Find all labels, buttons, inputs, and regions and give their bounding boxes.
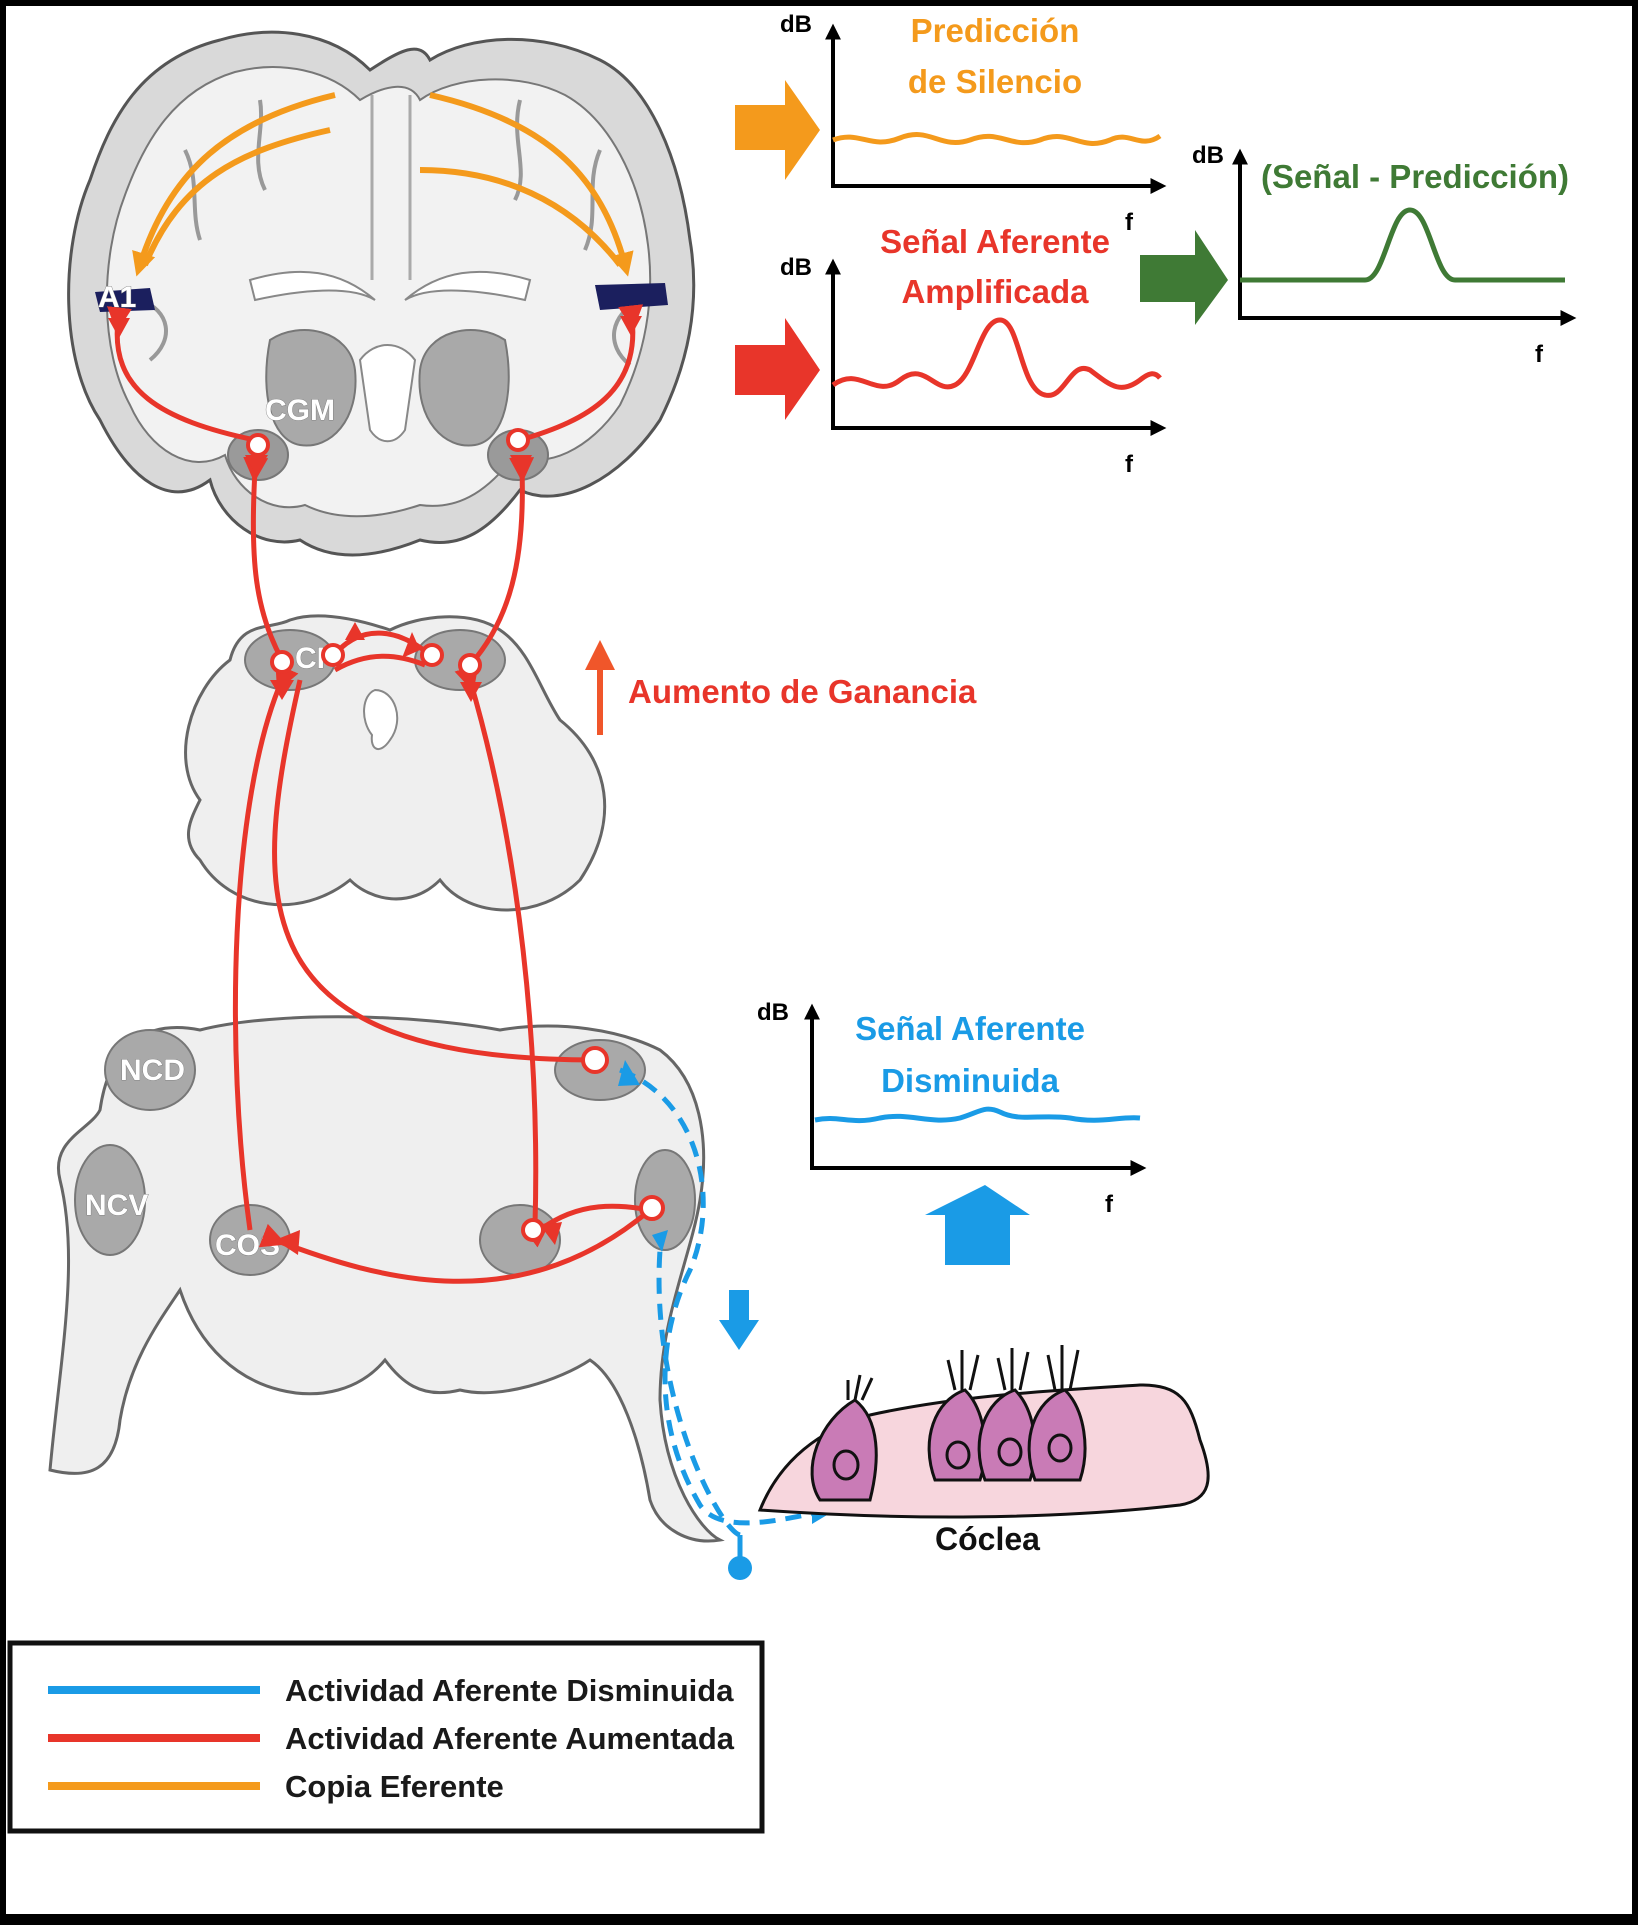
prediction-title-1: Predicción — [911, 12, 1080, 49]
gain-label: Aumento de Ganancia — [628, 673, 977, 710]
decreased-curve — [814, 1106, 1141, 1124]
plot-decreased — [804, 1003, 1147, 1176]
red-arrowheads — [108, 316, 642, 1255]
plot-amplified — [825, 258, 1167, 436]
label-a1: A1 — [98, 281, 136, 314]
plot-difference — [1232, 148, 1577, 326]
increased-afferent-pathways — [106, 304, 652, 1284]
down-arrow-blue — [719, 1290, 759, 1350]
label-cos: COS — [215, 1229, 280, 1262]
label-ncv: NCV — [85, 1189, 148, 1222]
brainstem-section — [48, 1015, 725, 1543]
difference-x-label: f — [1535, 341, 1544, 368]
blue-synapse-terminal — [728, 1535, 752, 1580]
a1-right — [595, 283, 668, 310]
decreased-y-label: dB — [757, 999, 789, 1026]
amplified-title-1: Señal Aferente — [880, 223, 1110, 260]
up-arrow-blue — [925, 1185, 1030, 1265]
label-cgm: CGM — [265, 394, 335, 427]
label-cochlea: Cóclea — [935, 1521, 1040, 1557]
prediction-x-label: f — [1125, 209, 1134, 236]
decreased-x-label: f — [1105, 1191, 1114, 1218]
efferent-copy-arrows — [132, 92, 634, 277]
amplified-curve — [831, 317, 1162, 398]
prediction-title-2: de Silencio — [908, 63, 1082, 100]
arrow-to-difference-plot — [1140, 230, 1228, 325]
difference-y-label: dB — [1192, 142, 1224, 169]
prediction-curve — [832, 132, 1162, 146]
legend-label-decreased: Actividad Aferente Disminuida — [285, 1673, 734, 1708]
plot-prediction — [825, 23, 1167, 194]
amplified-x-label: f — [1125, 451, 1134, 478]
difference-title: (Señal - Predicción) — [1261, 158, 1569, 195]
legend-label-increased: Actividad Aferente Aumentada — [285, 1721, 735, 1756]
amplified-y-label: dB — [780, 254, 812, 281]
label-ci: CI — [295, 642, 325, 675]
red-synapse-markers — [246, 428, 665, 1242]
decreased-title-1: Señal Aferente — [855, 1010, 1085, 1047]
amplified-title-2: Amplificada — [901, 273, 1089, 310]
brain-coronal-section — [67, 30, 696, 557]
prediction-y-label: dB — [780, 11, 812, 38]
legend: Actividad Aferente Disminuida Actividad … — [7, 1640, 765, 1834]
legend-label-efferent: Copia Eferente — [285, 1769, 504, 1804]
arrow-to-prediction-plot — [735, 80, 820, 180]
label-ncd: NCD — [120, 1054, 185, 1087]
difference-curve — [1240, 207, 1565, 283]
a1-left — [95, 288, 155, 312]
cochlea — [757, 1345, 1210, 1519]
decreased-title-2: Disminuida — [881, 1062, 1060, 1099]
arrow-to-amplified-plot — [735, 318, 820, 420]
decreased-afferent-pathway — [619, 1067, 821, 1538]
gain-arrow — [585, 640, 615, 735]
